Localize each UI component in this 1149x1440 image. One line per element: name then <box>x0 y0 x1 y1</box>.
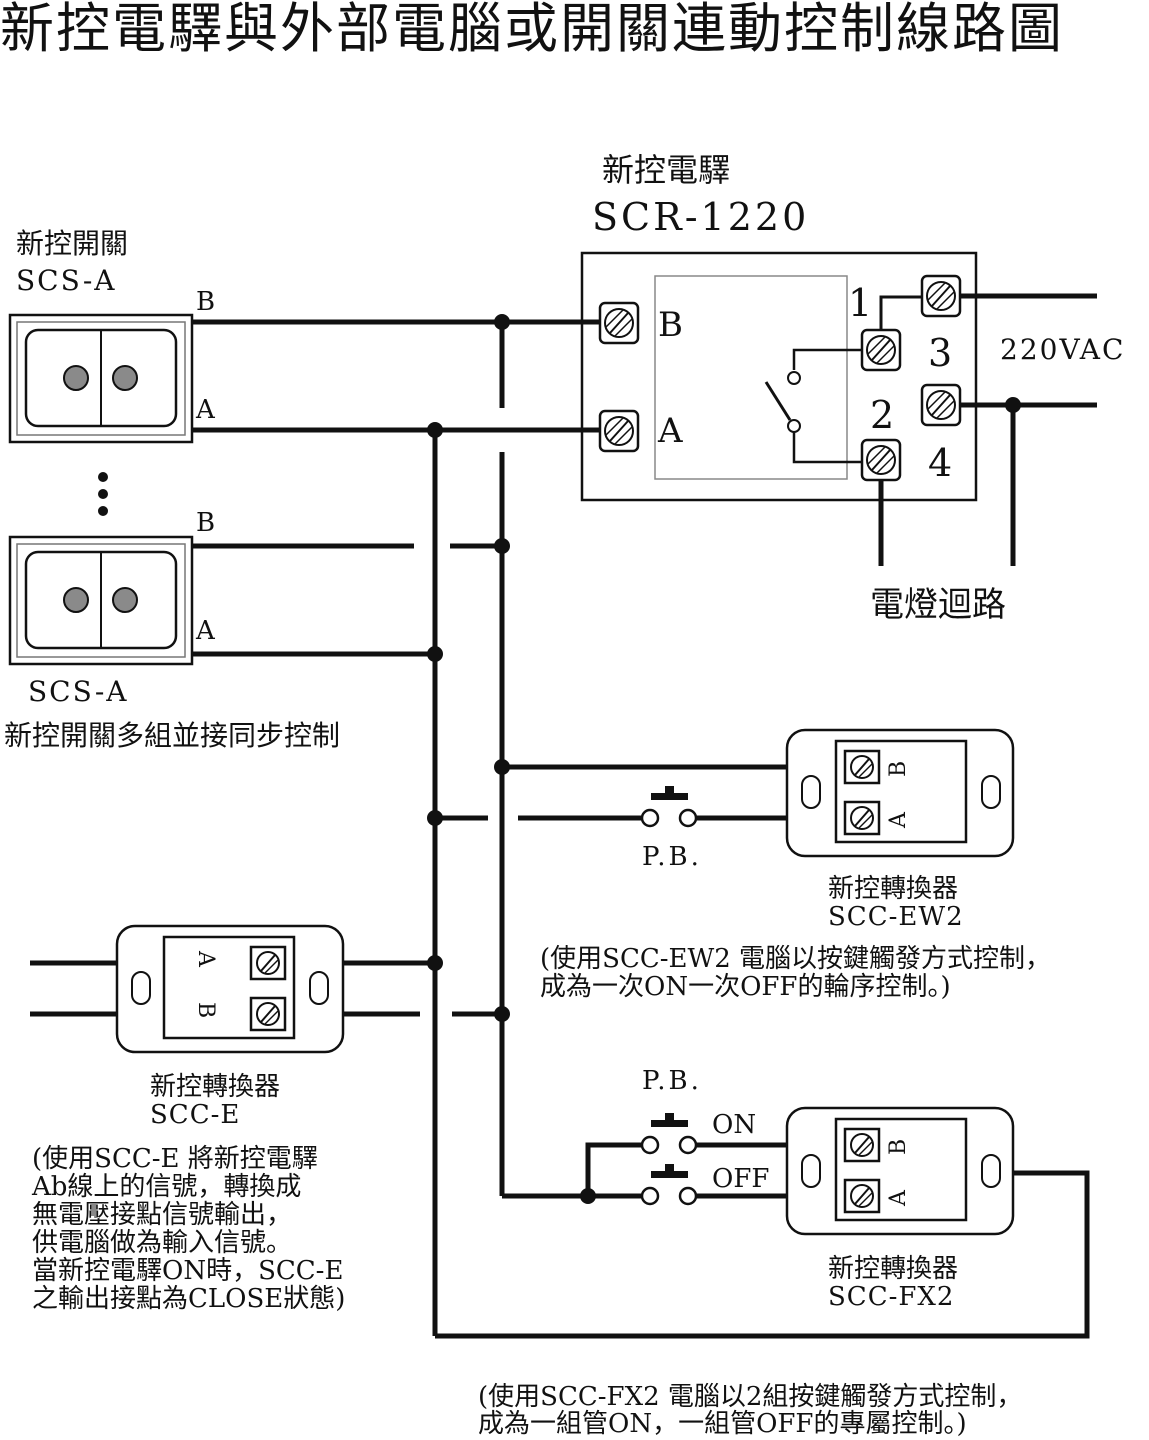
fx2-b-label: B <box>886 1138 911 1155</box>
e-note-line6: 之輸出接點為CLOSE狀態) <box>32 1284 346 1314</box>
switch-scs-a-top <box>8 313 194 444</box>
fx2-on-label: ON <box>712 1110 757 1140</box>
e-a-label: A <box>193 951 218 967</box>
ew2-note-line1: (使用SCC-EW2 電腦以按鍵觸發方式控制， <box>540 944 1052 974</box>
relay-terminal-1: 1 <box>848 281 873 325</box>
power-label: 220VAC <box>1000 333 1126 366</box>
diagram-title: 新控電驛與外部電腦或開關連動控制線路圖 <box>0 0 1064 60</box>
e-note-line1: (使用SCC-E 將新控電驛 <box>32 1144 318 1174</box>
switch1-a-label: A <box>196 395 215 425</box>
converter-scc-fx2 <box>785 1106 1015 1236</box>
ew2-name: 新控轉換器 <box>828 874 959 904</box>
relay-terminal-4: 4 <box>928 441 953 485</box>
switch-name: 新控開關 <box>16 227 129 260</box>
fx2-note-line2: 成為一組管ON，一組管OFF的專屬控制。) <box>478 1409 967 1439</box>
e-note-line4: 供電腦做為輸入信號。 <box>32 1228 293 1258</box>
push-button-ew2 <box>640 786 698 828</box>
e-b-label: B <box>193 1002 218 1019</box>
relay-model: SCR-1220 <box>592 195 810 239</box>
push-button-fx2-on <box>640 1113 698 1155</box>
fx2-name: 新控轉換器 <box>828 1254 959 1284</box>
more-switches-dots <box>98 472 108 516</box>
relay-terminal-b: B <box>658 305 683 345</box>
switch2-model: SCS-A <box>28 675 129 708</box>
fx2-pb-label: P.B. <box>642 1066 702 1096</box>
relay-name: 新控電驛 <box>602 151 731 189</box>
relay-scr-1220 <box>580 251 978 502</box>
lamp-circuit-label: 電燈迴路 <box>870 585 1006 625</box>
ew2-note-line2: 成為一次ON一次OFF的輪序控制。) <box>540 972 951 1002</box>
relay-terminal-a: A <box>658 411 683 451</box>
switch-model: SCS-A <box>16 264 117 297</box>
relay-terminal-2: 2 <box>870 393 895 437</box>
e-note-line5: 當新控電驛ON時，SCC-E <box>32 1256 344 1286</box>
switch-scs-a-bottom <box>8 535 194 666</box>
e-note-line2: Ab線上的信號，轉換成 <box>32 1172 302 1202</box>
fx2-a-label: A <box>886 1190 911 1206</box>
switch2-a-label: A <box>196 616 215 646</box>
ew2-model: SCC-EW2 <box>828 902 964 932</box>
switch2-b-label: B <box>196 508 216 538</box>
push-button-fx2-off <box>640 1164 698 1206</box>
e-note-line3: 無電壓接點信號輸出， <box>32 1200 293 1230</box>
group-caption: 新控開關多組並接同步控制 <box>4 719 341 752</box>
ew2-a-label: A <box>886 812 911 828</box>
switch1-b-label: B <box>196 287 216 317</box>
converter-scc-ew2 <box>785 728 1015 858</box>
converter-scc-e <box>115 924 345 1054</box>
ew2-pb-label: P.B. <box>642 842 702 872</box>
fx2-off-label: OFF <box>712 1164 770 1194</box>
ew2-b-label: B <box>886 760 911 777</box>
e-model: SCC-E <box>150 1100 241 1130</box>
relay-terminal-3: 3 <box>928 331 953 375</box>
junction-dots <box>427 314 1021 1204</box>
fx2-model: SCC-FX2 <box>828 1282 955 1312</box>
e-name: 新控轉換器 <box>150 1072 281 1102</box>
fx2-note-line1: (使用SCC-FX2 電腦以2組按鍵觸發方式控制， <box>478 1382 1023 1412</box>
